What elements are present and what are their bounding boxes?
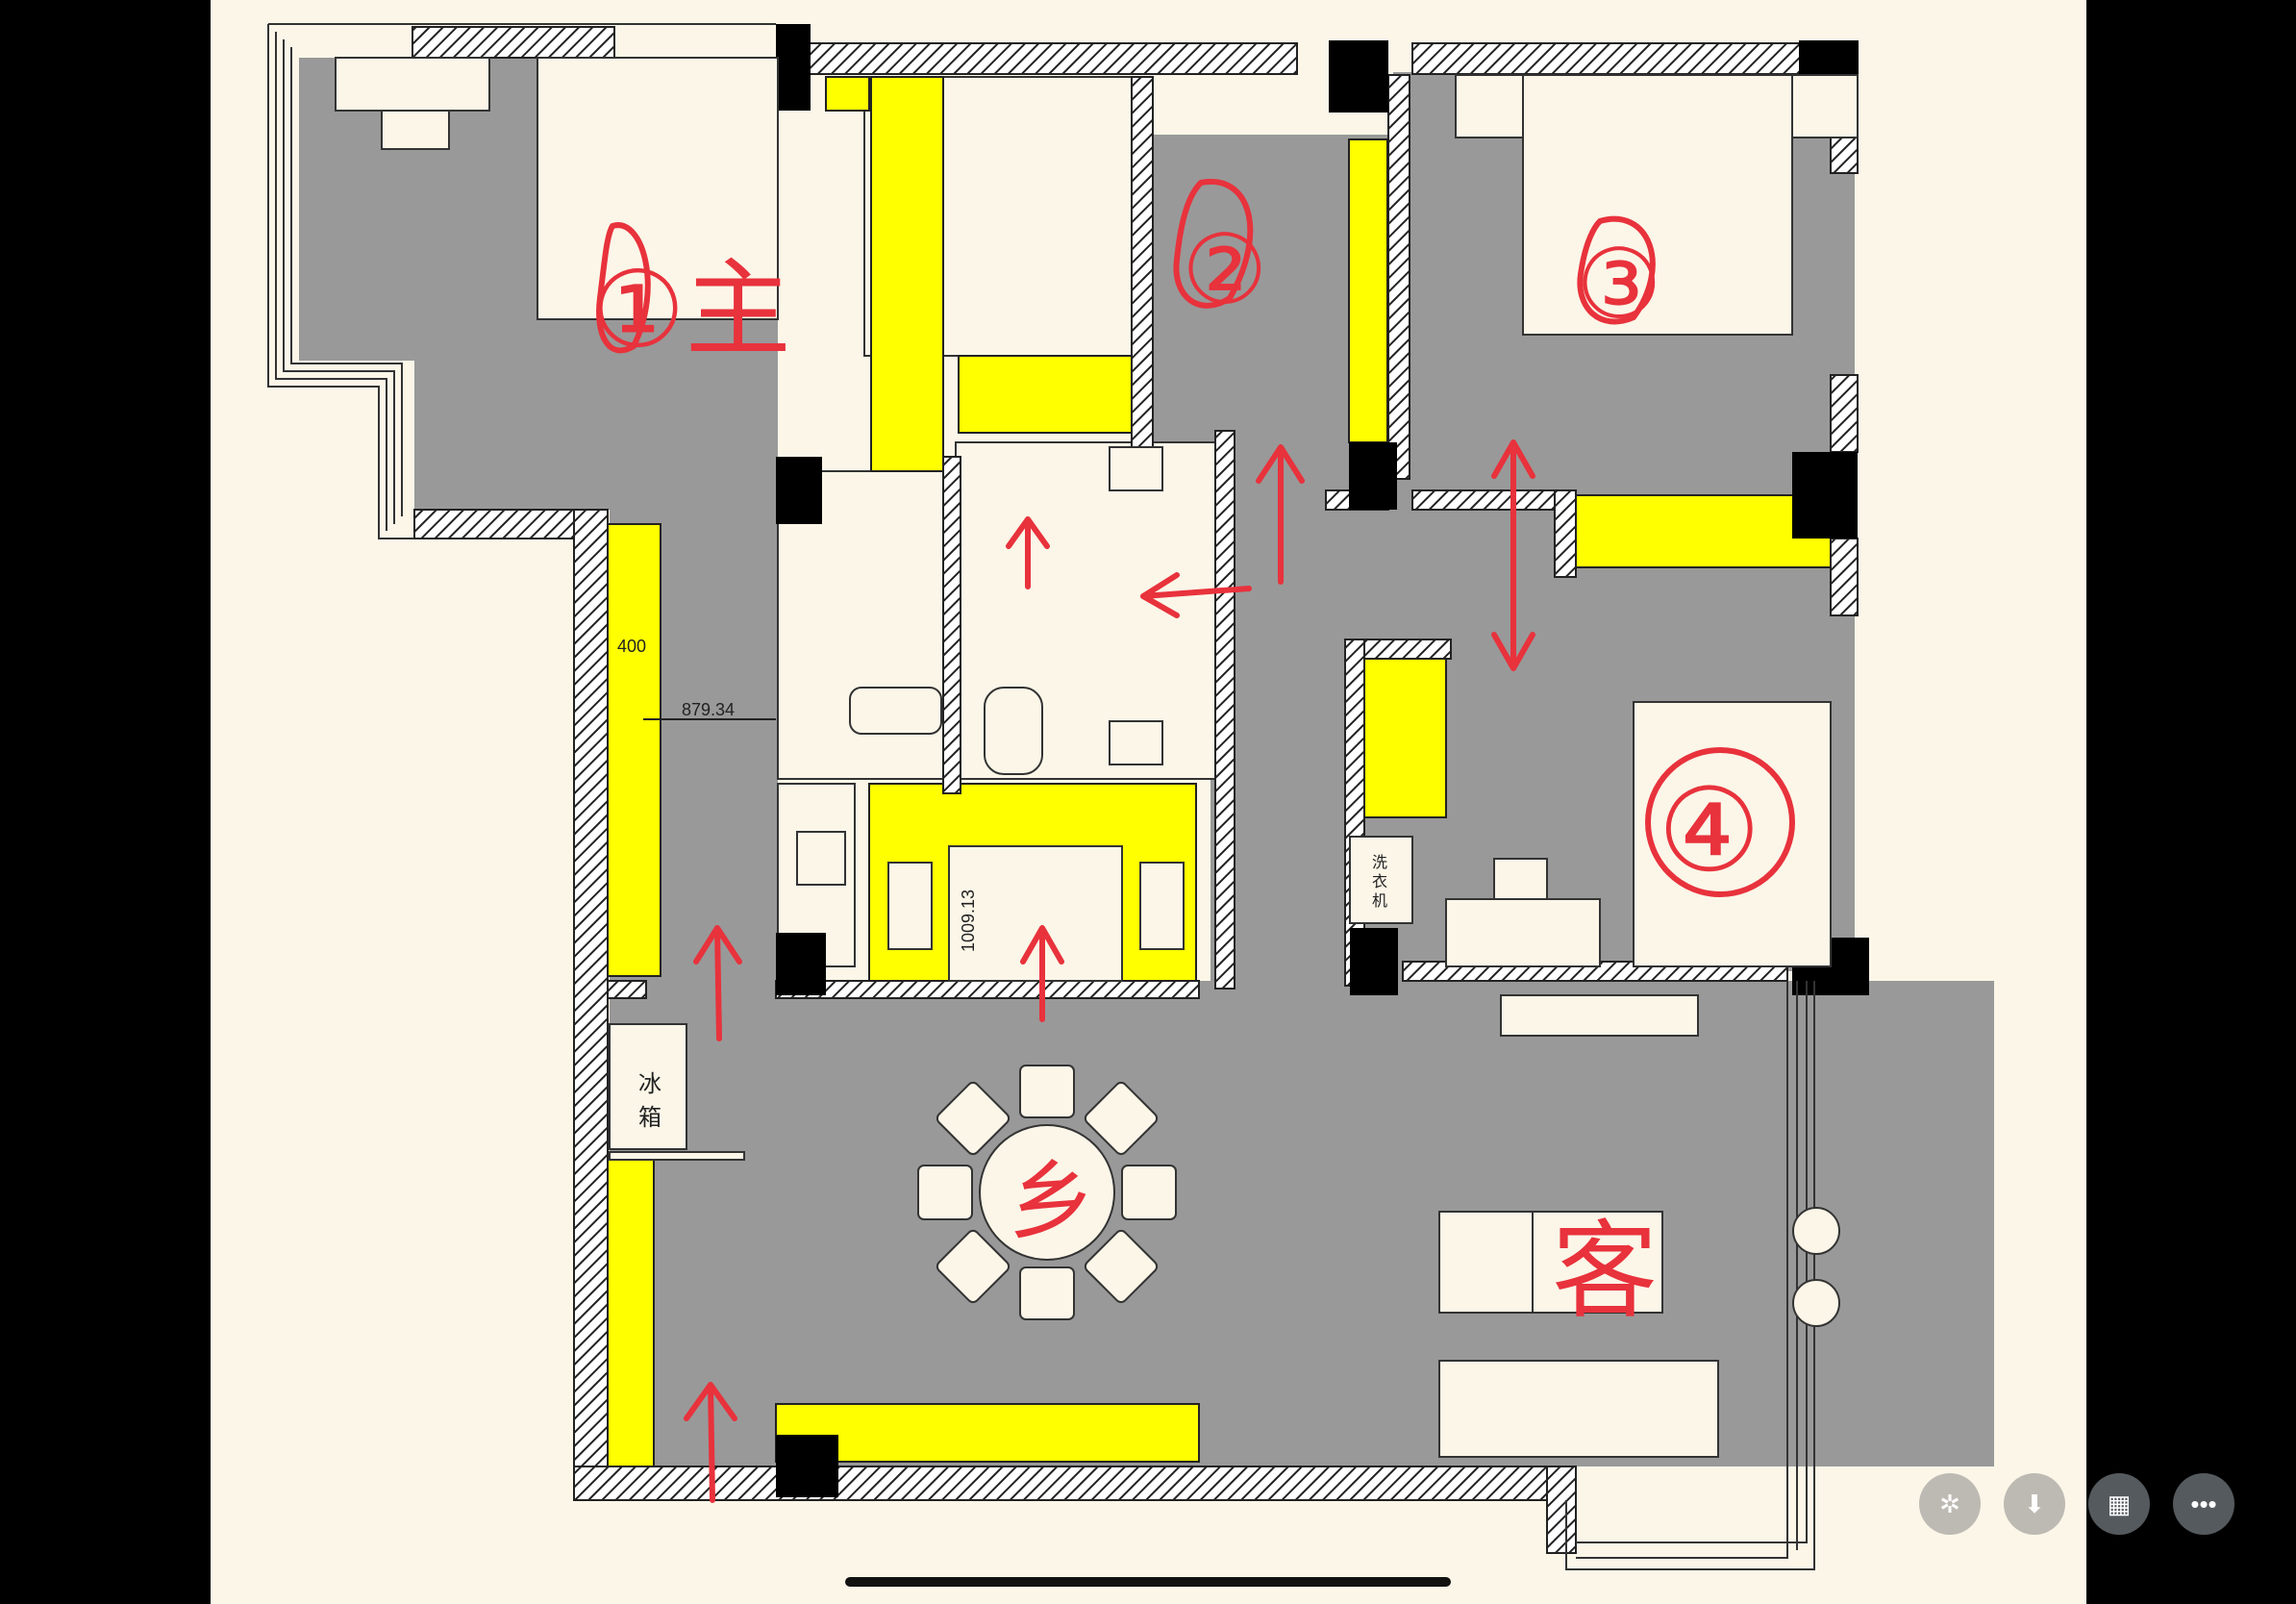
grid-icon: ▦ [2107, 1489, 2132, 1518]
save-icon: ⬇ [2024, 1489, 2045, 1518]
master-bed [537, 57, 779, 320]
arrow-up-3 [693, 925, 742, 1041]
coffee-table [1532, 1211, 1663, 1314]
room2-label: ② [1182, 213, 1268, 326]
fridge-label-2: 箱 [638, 1105, 661, 1131]
sink-1 [796, 831, 846, 886]
room3-label: ③ [1576, 228, 1662, 340]
balcony-railings [267, 23, 1815, 1570]
tv-cabinet [1500, 994, 1699, 1037]
arrow-up-5 [684, 1382, 737, 1503]
bench [948, 845, 1123, 982]
toilet-1 [849, 687, 942, 735]
dim-1009: 1009.13 [959, 890, 978, 952]
room4-label: ④ [1658, 764, 1761, 898]
fridge [609, 1023, 687, 1150]
chair [381, 110, 450, 150]
living-label: 客 [1552, 1210, 1658, 1333]
sink-2 [1109, 446, 1163, 491]
magic-icon: ✲ [1939, 1489, 1960, 1518]
armchair [1438, 1211, 1536, 1314]
arrow-up-2 [1256, 444, 1305, 585]
annotations [596, 178, 1795, 1503]
arrow-up-1 [1006, 516, 1050, 589]
sofa [1438, 1360, 1719, 1458]
washer [1349, 836, 1413, 924]
save-button[interactable]: ⬇ [2004, 1473, 2065, 1535]
washer-label-2: 衣 [1372, 873, 1387, 890]
home-indicator[interactable] [845, 1577, 1451, 1587]
washer-label-3: 机 [1372, 892, 1387, 910]
more-icon: ••• [2190, 1489, 2217, 1518]
desk [335, 57, 490, 112]
arrow-left [1140, 572, 1252, 618]
floor-plan: 400 879.34 1009.13 冰 箱 洗 衣 机 ①主 ② ③ ④ 乡 … [267, 23, 1994, 1570]
more-button[interactable]: ••• [2173, 1473, 2234, 1535]
sink-3 [1109, 720, 1163, 765]
bed-3 [1522, 74, 1793, 336]
arrow-up-4 [1020, 925, 1064, 1022]
washer-label-1: 洗 [1372, 854, 1387, 871]
fridge-label-1: 冰 [638, 1071, 661, 1097]
room1-label: ①主 [590, 248, 791, 371]
magic-button[interactable]: ✲ [1919, 1473, 1981, 1535]
dim-400: 400 [617, 637, 646, 656]
annotation-texts: ①主 ② ③ ④ 乡 客 [590, 213, 1761, 1333]
furniture [335, 57, 1859, 1458]
dining-table [917, 1065, 1177, 1320]
toilet-2 [984, 687, 1043, 775]
labels: 400 879.34 1009.13 冰 箱 洗 衣 机 [617, 637, 1387, 1131]
grid-button[interactable]: ▦ [2088, 1473, 2150, 1535]
desk-4 [1445, 898, 1601, 967]
dining-label: 乡 [1009, 1151, 1095, 1252]
bed-4 [1633, 701, 1832, 967]
dim-879: 879.34 [682, 700, 735, 719]
arrow-updown [1491, 439, 1535, 671]
